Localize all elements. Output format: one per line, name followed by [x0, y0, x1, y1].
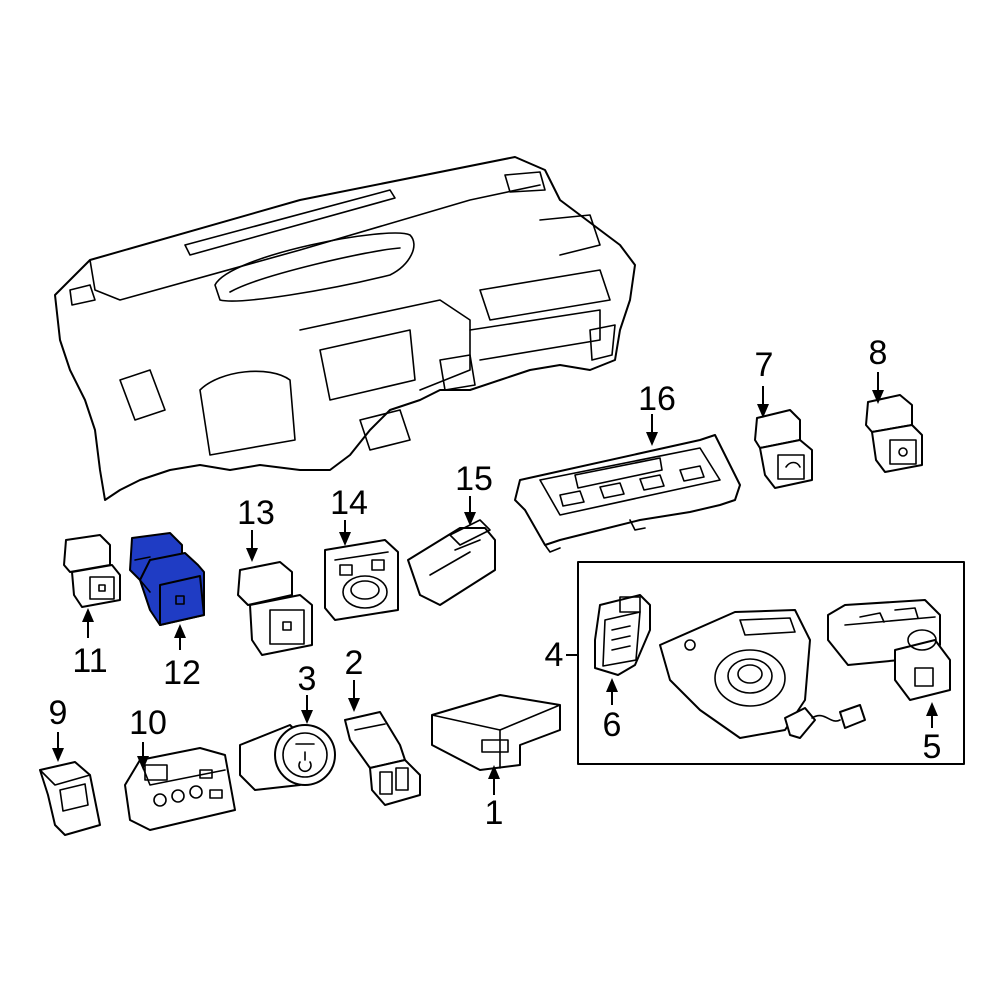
- callout-11: 11: [72, 642, 107, 680]
- part-3-start-button: [239, 724, 336, 791]
- callout-14: 14: [330, 484, 368, 522]
- part-4-assembly-box: [577, 561, 965, 765]
- callout-8: 8: [869, 334, 888, 372]
- callout-12: 12: [163, 654, 201, 692]
- part-1-module: [431, 694, 561, 771]
- part-7-switch: [754, 409, 813, 489]
- part-6-switch: [594, 594, 651, 676]
- callout-3: 3: [298, 660, 317, 698]
- part-8-switch: [865, 394, 923, 473]
- callout-5: 5: [923, 728, 942, 766]
- part-16-climate-control-panel: [514, 434, 741, 553]
- wire-harness: [784, 704, 866, 739]
- part-14-mirror-switch: [324, 539, 399, 621]
- callout-4: 4: [545, 636, 564, 674]
- callout-15: 15: [455, 460, 493, 498]
- callout-labels: 16 7 8 15 14 13 11 12 9 10 3 2 1 4 6 5: [49, 334, 942, 832]
- part-10-multi-switch: [124, 747, 236, 831]
- callout-10: 10: [129, 704, 167, 742]
- part-12-switch-highlighted: [129, 532, 205, 626]
- leader-lines: [52, 372, 938, 795]
- instrument-panel: [54, 156, 636, 501]
- part-11-switch: [63, 534, 121, 608]
- callout-1: 1: [485, 794, 504, 832]
- part-5-switch-assembly: [827, 599, 951, 701]
- part-2-switch: [344, 711, 421, 806]
- part-9-switch: [39, 761, 101, 836]
- part-13-switch: [237, 561, 313, 656]
- callout-6: 6: [603, 706, 622, 744]
- callout-2: 2: [345, 644, 364, 682]
- callout-9: 9: [49, 694, 68, 732]
- part-15-switch: [407, 519, 496, 606]
- callout-7: 7: [755, 346, 774, 384]
- callout-16: 16: [638, 380, 676, 418]
- callout-13: 13: [237, 494, 275, 532]
